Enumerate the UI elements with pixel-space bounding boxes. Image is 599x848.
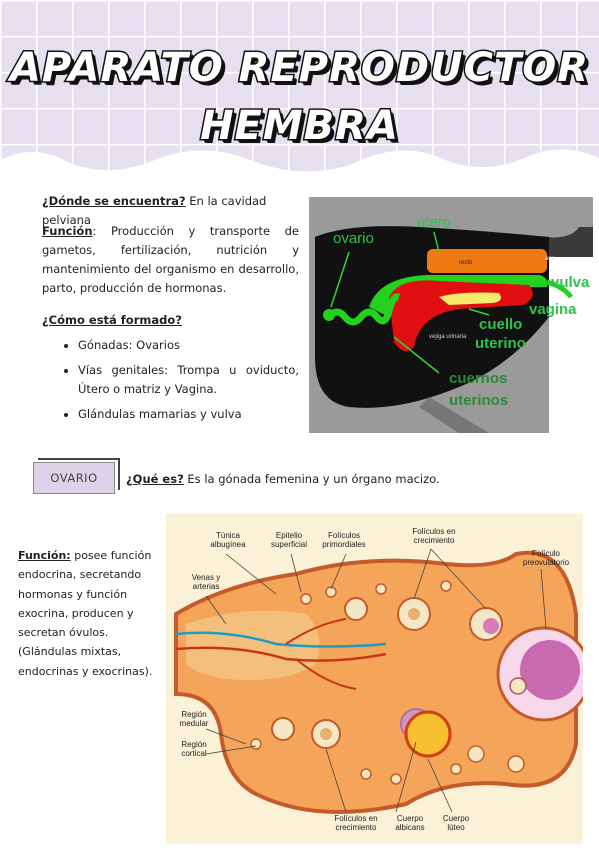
function-text: : Producción y transporte de gametos, fe… — [42, 224, 299, 295]
page-title-line1: APARATO REPRODUCTOR — [8, 44, 590, 93]
label-uterinos: uterinos — [449, 392, 508, 409]
reproductive-tract-figure: ovario útero recto ano vulva vagina cuel… — [309, 197, 593, 433]
header-background — [0, 0, 599, 172]
function-label: Función — [42, 224, 93, 238]
function-paragraph: Función: Producción y transporte de game… — [42, 222, 299, 298]
label-cuello: cuello — [479, 316, 522, 333]
ovary-function-text: posee función endocrina, secretando horm… — [18, 549, 153, 678]
ovary-what-paragraph: ¿Qué es? Es la gónada femenina y un órga… — [126, 470, 456, 489]
ovary-figure: Túnica albugínea Epitelio superficial Fo… — [166, 514, 592, 844]
label-epitelio-1: Epitelio — [276, 531, 303, 540]
location-paragraph: ¿Dónde se encuentra? En la cavidad pelvi… — [42, 192, 302, 230]
label-tunica-1: Túnica — [216, 531, 241, 540]
ovary-what-text: Es la gónada femenina y un órgano macizo… — [183, 472, 440, 486]
label-uterino: uterino — [475, 335, 526, 352]
label-crecimiento-bottom-2: crecimiento — [336, 823, 377, 832]
list-item: Gónadas: Ovarios — [78, 336, 299, 355]
label-medular-1: Región — [181, 710, 206, 719]
label-primordiales-2: primordiales — [322, 540, 366, 549]
location-label: ¿Dónde se encuentra? — [42, 194, 186, 208]
label-preovulatorio-1: Folículo — [532, 549, 561, 558]
label-crecimiento-top-1: Folículos en — [412, 527, 455, 536]
label-luteo-2: lúteo — [447, 823, 465, 832]
label-venas-2: arterias — [193, 582, 220, 591]
label-crecimiento-bottom-1: Folículos en — [334, 814, 377, 823]
tag-frame — [38, 458, 120, 490]
label-ovario: ovario — [333, 230, 374, 247]
label-utero: útero — [417, 214, 451, 231]
label-medular-2: medular — [180, 719, 209, 728]
label-crecimiento-top-2: crecimiento — [414, 536, 455, 545]
label-vulva: vulva — [551, 274, 590, 291]
label-cortical-1: Región — [181, 740, 206, 749]
location-text: En la cavidad pelviana — [42, 194, 267, 227]
structure-list: Gónadas: Ovarios Vías genitales: Trompa … — [60, 336, 299, 430]
label-primordiales-1: Folículos — [328, 531, 360, 540]
label-recto: recto — [459, 260, 473, 266]
label-venas-1: Venas y — [192, 573, 220, 582]
label-cortical-2: cortical — [181, 749, 207, 758]
ovary-function-paragraph: Función: posee función endocrina, secret… — [18, 546, 154, 681]
label-preovulatorio-2: preovulatorio — [523, 558, 570, 567]
list-item: Glándulas mamarias y vulva — [78, 405, 299, 424]
label-ano: ano — [545, 256, 556, 262]
label-vagina: vagina — [529, 301, 577, 318]
ovary-what-label: ¿Qué es? — [126, 472, 184, 486]
ovary-function-label: Función: — [18, 549, 71, 562]
ovary-tag: OVARIO — [33, 462, 115, 494]
label-albicans-2: albicans — [395, 823, 424, 832]
label-albicans-1: Cuerpo — [397, 814, 424, 823]
structure-heading: ¿Cómo está formado? — [42, 313, 182, 327]
label-epitelio-2: superficial — [271, 540, 307, 549]
label-vejiga: vejiga urinaria — [429, 334, 467, 340]
page-title-line2: HEMBRA — [199, 102, 400, 151]
label-cuernos: cuernos — [449, 370, 507, 387]
list-item: Vías genitales: Trompa u oviducto, Útero… — [78, 361, 299, 399]
label-tunica-2: albugínea — [210, 540, 246, 549]
header-banner: APARATO REPRODUCTOR HEMBRA — [0, 0, 599, 185]
label-luteo-1: Cuerpo — [443, 814, 470, 823]
